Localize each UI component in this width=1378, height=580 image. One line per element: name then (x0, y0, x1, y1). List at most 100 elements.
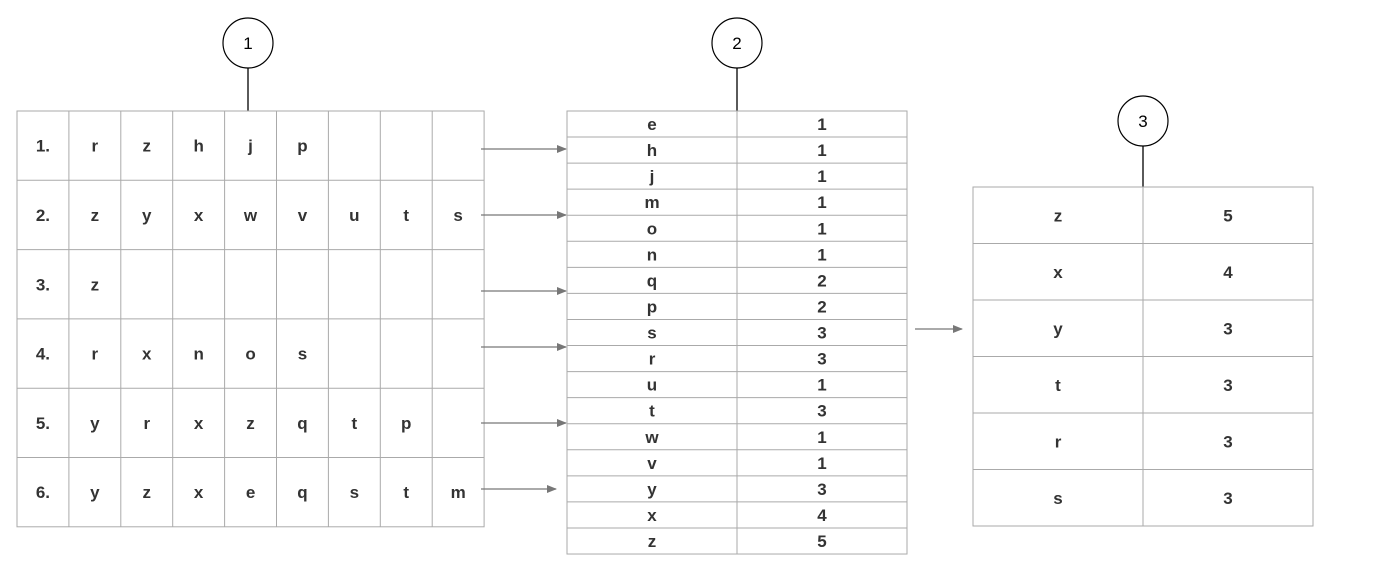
item-cell: t (403, 483, 409, 502)
item-name: s (1053, 489, 1062, 508)
item-cell: s (350, 483, 359, 502)
marker-1-circle (222, 17, 274, 69)
marker-1-label: 1 (243, 34, 252, 53)
item-count: 5 (1223, 206, 1232, 225)
item-count: 3 (817, 324, 826, 343)
row-number: 6. (36, 483, 50, 502)
item-cell: r (92, 137, 99, 156)
item-count: 1 (817, 454, 826, 473)
item-name: n (647, 245, 657, 264)
item-count: 1 (817, 193, 826, 212)
item-count: 1 (817, 115, 826, 134)
item-name: o (647, 219, 657, 238)
item-cell: z (143, 483, 152, 502)
item-cell: t (403, 206, 409, 225)
item-cell: r (143, 414, 150, 433)
item-cell: q (297, 483, 307, 502)
item-cell: x (194, 414, 204, 433)
item-cell: v (298, 206, 308, 225)
item-cell: w (243, 206, 258, 225)
row-number: 1. (36, 137, 50, 156)
item-cell: x (194, 483, 204, 502)
item-count: 4 (1223, 263, 1233, 282)
item-name: w (644, 428, 659, 447)
item-cell: o (245, 345, 255, 364)
item-name: t (649, 402, 655, 421)
item-cell: n (193, 345, 203, 364)
item-name: y (647, 480, 657, 499)
item-name: e (647, 115, 656, 134)
item-cell: h (193, 137, 203, 156)
item-name: t (1055, 376, 1061, 395)
item-count: 3 (1223, 432, 1232, 451)
item-cell: u (349, 206, 359, 225)
item-count: 2 (817, 297, 826, 316)
item-name: s (647, 324, 656, 343)
item-cell: p (297, 137, 307, 156)
marker-3-label: 3 (1138, 112, 1147, 131)
item-name: x (647, 506, 657, 525)
item-name: r (649, 350, 656, 369)
item-count: 3 (817, 480, 826, 499)
item-name: h (647, 141, 657, 160)
marker-1: 1 (222, 17, 274, 111)
row-number: 4. (36, 345, 50, 364)
item-cell: r (92, 345, 99, 364)
item-name: z (648, 532, 657, 551)
item-count: 1 (817, 219, 826, 238)
item-cell: z (91, 275, 100, 294)
item-count: 3 (1223, 319, 1232, 338)
row-number: 3. (36, 275, 50, 294)
item-name: x (1053, 263, 1063, 282)
item-name: j (649, 167, 655, 186)
item-cell: z (143, 137, 152, 156)
item-cell: y (142, 206, 152, 225)
item-cell: y (90, 414, 100, 433)
item-cell: j (247, 137, 253, 156)
row-number: 5. (36, 414, 50, 433)
item-cell: z (246, 414, 255, 433)
item-count: 1 (817, 376, 826, 395)
item-name: v (647, 454, 657, 473)
item-name: p (647, 297, 657, 316)
row-number: 2. (36, 206, 50, 225)
arrows (481, 145, 963, 493)
marker-2-label: 2 (732, 34, 741, 53)
marker-3-circle (1117, 95, 1169, 147)
marker-2-circle (711, 17, 763, 69)
item-count: 4 (817, 506, 827, 525)
transaction-row: 3. z (36, 275, 99, 294)
item-count: 1 (817, 428, 826, 447)
item-name: y (1053, 319, 1063, 338)
item-count: 3 (817, 350, 826, 369)
item-count: 3 (817, 402, 826, 421)
